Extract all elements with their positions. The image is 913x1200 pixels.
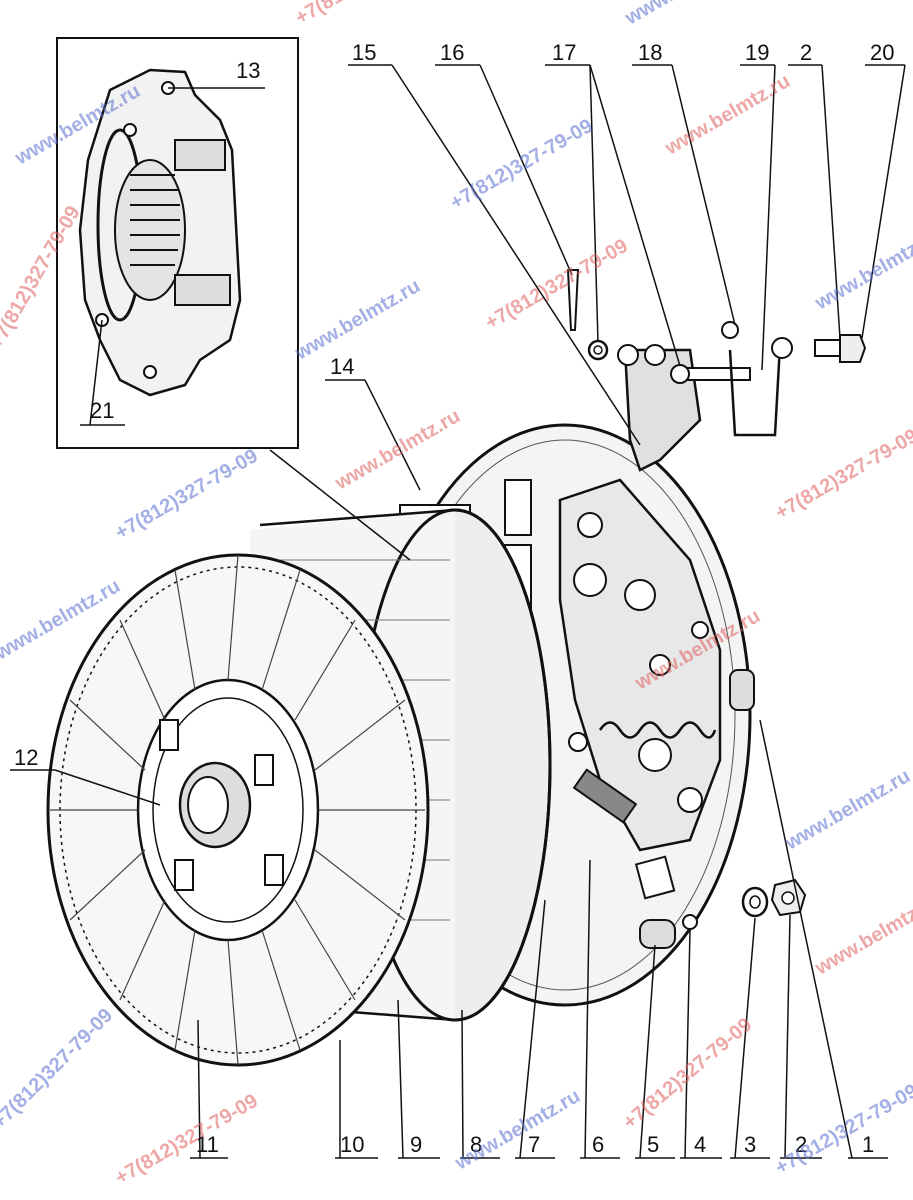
watermark-site: www.belmtz.ru: [811, 890, 913, 980]
watermark-site: www.belmtz.ru: [451, 1085, 584, 1175]
watermark-phone: +7(812)327-79-09: [0, 202, 85, 352]
callout-8: 8: [470, 1132, 482, 1157]
leader-lines: [10, 64, 906, 1159]
callout-1: 1: [862, 1132, 874, 1157]
watermark-site: www.belmtz.ru: [781, 765, 913, 855]
callout-12: 12: [14, 745, 38, 770]
watermark-phone: +7(812)327-79-09: [772, 425, 913, 524]
friction-disc: [46, 553, 430, 1067]
watermark-phone: +7(812)327-79-09: [112, 445, 262, 544]
watermark-phone: +7(812)327-79-09: [292, 0, 442, 29]
watermark-site: www.belmtz.ru: [621, 0, 754, 30]
watermark-site: www.belmtz.ru: [331, 405, 464, 495]
callout-21: 21: [90, 398, 114, 423]
watermark-phone: +7(812)327-79-09: [772, 1080, 913, 1179]
callout-9: 9: [410, 1132, 422, 1157]
callout-16: 16: [440, 40, 464, 65]
watermark-phone: +7(812)327-79-09: [447, 115, 597, 214]
watermark-phone: +7(812)327-79-09: [0, 1004, 117, 1133]
callout-11: 11: [196, 1132, 219, 1157]
callout-2-bottom: 2: [795, 1132, 807, 1157]
callout-6: 6: [592, 1132, 604, 1157]
callout-10: 10: [340, 1132, 364, 1157]
inset-detail: [56, 37, 299, 449]
callout-7: 7: [528, 1132, 540, 1157]
callout-15: 15: [352, 40, 376, 65]
watermark-phone: +7(812)327-79-09: [482, 235, 632, 334]
callout-labels: 13 21 15 16 17 18 19 2 20 14 12 11 10 9 …: [14, 40, 894, 1157]
watermark-phone: +7(812)327-79-09: [112, 1090, 262, 1189]
callout-14: 14: [330, 354, 354, 379]
callout-20: 20: [870, 40, 894, 65]
callout-17: 17: [552, 40, 576, 65]
callout-5: 5: [647, 1132, 659, 1157]
watermark-site: www.belmtz.ru: [291, 275, 424, 365]
small-parts: [566, 269, 867, 918]
watermark-site: www.belmtz.ru: [811, 225, 913, 315]
callout-18: 18: [638, 40, 662, 65]
callout-4: 4: [694, 1132, 706, 1157]
watermark-site: www.belmtz.ru: [661, 70, 794, 160]
callout-19: 19: [745, 40, 769, 65]
callout-3: 3: [744, 1132, 756, 1157]
callout-2-top: 2: [800, 40, 812, 65]
callout-13: 13: [236, 58, 260, 83]
